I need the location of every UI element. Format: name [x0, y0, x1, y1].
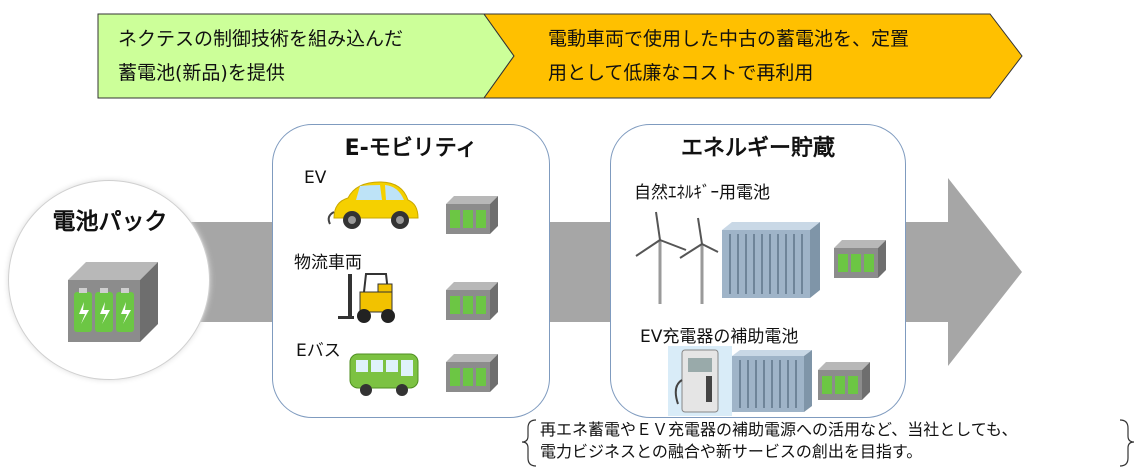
ev-label: EV: [304, 168, 327, 188]
battery-pack-title: 電池パック: [52, 209, 168, 235]
container-icon: [722, 222, 820, 298]
container-icon: [732, 350, 812, 412]
process-chevrons: [97, 13, 1023, 99]
yellow-car-icon: [327, 181, 419, 229]
step2-chevron: [483, 13, 1023, 99]
small-battery-icon: [446, 282, 498, 320]
note-text: 再エネ蓄電やＥＶ充電器の補助電源への活用など、当社としても、 電力ビジネスとの融…: [540, 420, 1130, 464]
emobility-title: E-モビリティ: [344, 136, 478, 161]
note-line2: 電力ビジネスとの融合や新サービスの創出を目指す。: [540, 444, 923, 461]
battery-pack-icon: [68, 262, 158, 342]
green-bus-icon: [349, 353, 419, 396]
ev-charger-battery-label: EV充電器の補助電池: [640, 327, 799, 347]
step2-line2: 用として低廉なコストで再利用: [548, 62, 814, 84]
step1-text: ネクテスの制御技術を組み込んだ 蓄電池(新品)を提供: [118, 22, 403, 90]
step2-text: 電動車両で使用した中古の蓄電池を、定置 用として低廉なコストで再利用: [548, 22, 909, 90]
note-line1: 再エネ蓄電やＥＶ充電器の補助電源への活用など、当社としても、: [540, 422, 1018, 439]
ev-charger-icon: [668, 346, 732, 416]
step1-line2: 蓄電池(新品)を提供: [118, 62, 285, 84]
wind-turbine-icon: [635, 211, 719, 304]
small-battery-icon: [834, 240, 886, 278]
energy-storage-title: エネルギー貯蔵: [680, 136, 835, 161]
small-battery-icon: [446, 354, 498, 392]
ebus-label: Eバス: [296, 341, 341, 361]
logistics-label: 物流車両: [294, 253, 362, 273]
small-battery-icon: [446, 196, 498, 234]
step2-line1: 電動車両で使用した中古の蓄電池を、定置: [548, 28, 910, 50]
renewable-battery-label: 自然ｴﾈﾙｷﾞｰ用電池: [634, 183, 770, 203]
small-battery-icon: [818, 362, 870, 400]
step1-line1: ネクテスの制御技術を組み込んだ: [118, 28, 404, 50]
forklift-icon: [338, 273, 395, 323]
